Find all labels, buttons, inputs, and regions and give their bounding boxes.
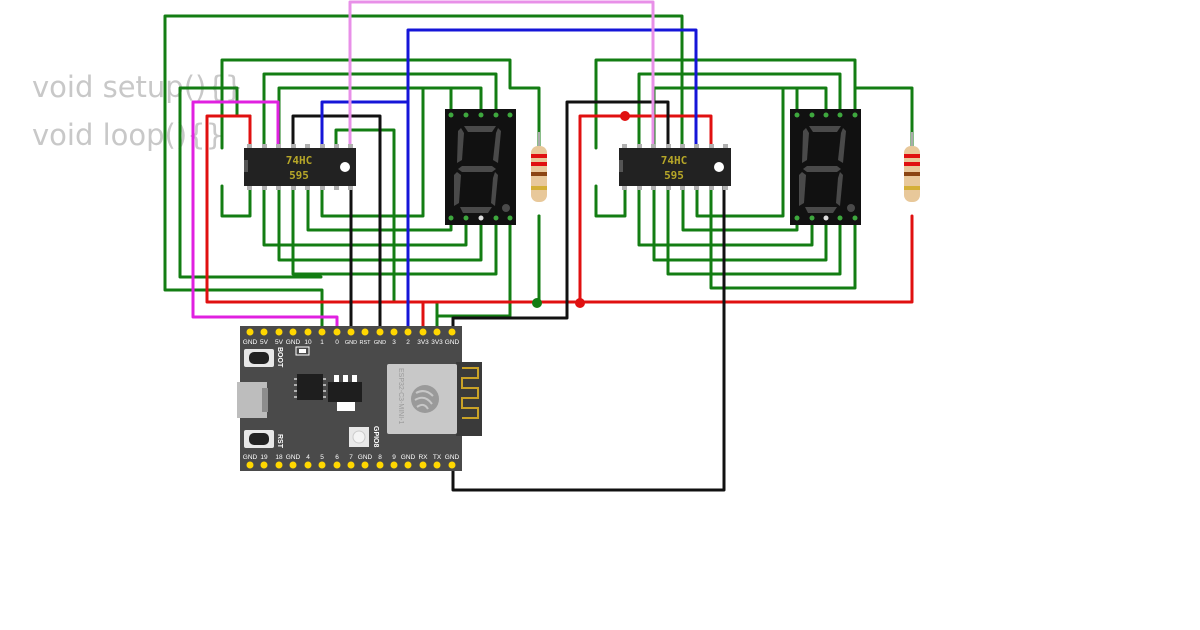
pin-label: GND: [243, 454, 258, 461]
pin-label: 19: [260, 454, 268, 461]
rst-button[interactable]: [244, 430, 274, 448]
pin-label: 1: [320, 339, 324, 346]
rst-label: RST: [276, 434, 283, 449]
top-pin-header: [246, 328, 456, 336]
junction-dot: [575, 298, 585, 308]
pin-label: GND: [345, 340, 357, 346]
pin-label: GND: [358, 454, 373, 461]
pin-label: TX: [433, 454, 442, 461]
bottom-pin-header: [246, 461, 456, 469]
pin-label: 2: [406, 339, 410, 346]
pin-label: RST: [360, 340, 372, 346]
module-label: ESP32-C3-MINI-1: [397, 368, 404, 425]
resistor-right[interactable]: [904, 132, 920, 202]
red-wires: [205, 114, 914, 332]
pin-label: 3V3: [417, 339, 429, 346]
wires: [163, 0, 914, 492]
blue-wires: [320, 28, 698, 332]
pin-label: RX: [418, 454, 428, 461]
pin-label: GND: [286, 339, 301, 346]
esp32-c3-board[interactable]: GND 5V 5V GND 10 1 0 GND RST GND 3 2 3V3…: [237, 326, 482, 471]
pin-label: 0: [335, 339, 339, 346]
pin-label: 5V: [275, 339, 284, 346]
battery-icon: [295, 346, 310, 356]
junction-dot: [620, 111, 630, 121]
pin-label: GND: [374, 340, 386, 346]
chip-label-line1: 74HC: [661, 154, 688, 167]
gpio8-label: GPIO8: [372, 426, 379, 448]
pin-label: 18: [275, 454, 283, 461]
pin-label: 3V3: [431, 339, 443, 346]
chip-label-line2: 595: [289, 169, 309, 182]
boot-button[interactable]: [244, 349, 274, 367]
pin-label: GND: [286, 454, 301, 461]
junction-dot: [532, 298, 542, 308]
pin-label: 5V: [260, 339, 269, 346]
pin-label: 3: [392, 339, 396, 346]
pin-label: 8: [378, 454, 382, 461]
pin-label: GND: [445, 454, 460, 461]
violet-wire: [348, 0, 655, 150]
chip-notch-icon: [340, 162, 350, 172]
regulator-icon: [328, 382, 362, 402]
junction-dots: [532, 111, 630, 308]
code-line-loop: void loop(){}: [32, 118, 225, 152]
seven-segment-right[interactable]: [790, 109, 861, 225]
pin-label: GND: [401, 454, 416, 461]
pin-label: 9: [392, 454, 396, 461]
boot-label: BOOT: [276, 347, 283, 368]
seven-segment-left[interactable]: [445, 109, 516, 225]
pin-label: 10: [304, 339, 312, 346]
chip-label-line2: 595: [664, 169, 684, 182]
magenta-wire: [191, 100, 339, 332]
bottom-pin-labels: GND 19 18 GND 4 5 6 7 GND 8 9 GND RX TX …: [243, 454, 460, 461]
chip-notch-icon: [714, 162, 724, 172]
black-wires: [291, 100, 726, 492]
pin-label: 6: [335, 454, 339, 461]
usb-chip-icon: [297, 374, 323, 400]
pin-label: 7: [349, 454, 353, 461]
pin-label: 5: [320, 454, 324, 461]
pin-label: GND: [445, 339, 460, 346]
shift-register-right[interactable]: 74HC 595: [619, 144, 731, 190]
resistor-left[interactable]: [531, 132, 547, 202]
top-pin-labels: GND 5V 5V GND 10 1 0 GND RST GND 3 2 3V3…: [243, 339, 460, 346]
segments: [799, 126, 855, 213]
segments: [454, 126, 510, 213]
pin-label: 4: [306, 454, 310, 461]
pin-label: GND: [243, 339, 258, 346]
chip-label-line1: 74HC: [286, 154, 313, 167]
shift-register-left[interactable]: 74HC 595: [244, 144, 356, 190]
